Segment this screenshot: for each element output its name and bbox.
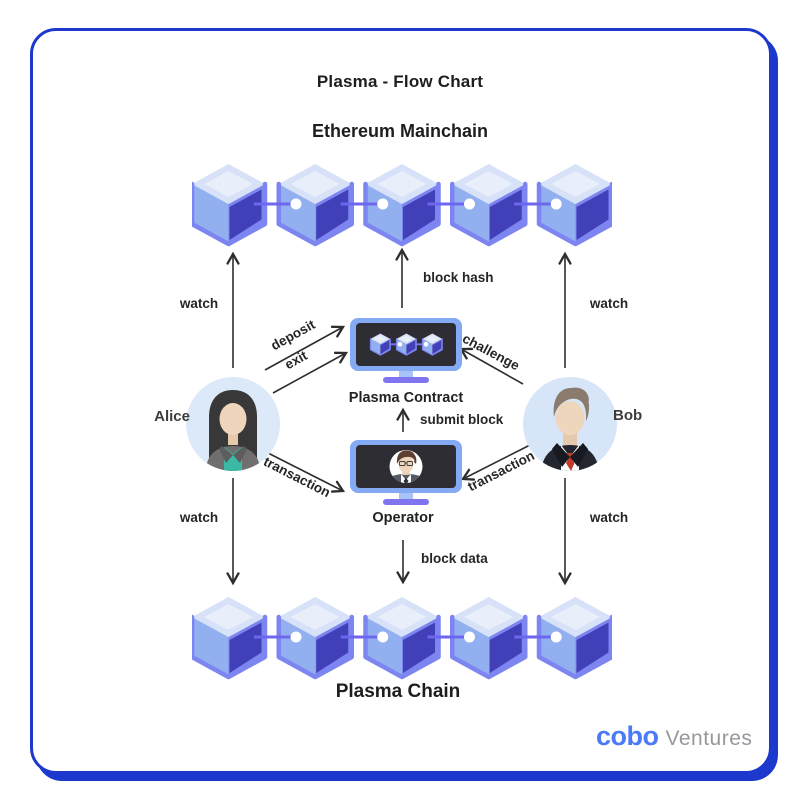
arrow-transaction-right xyxy=(460,444,531,481)
mainchain-title: Ethereum Mainchain xyxy=(311,121,489,141)
submit-block-label: submit block xyxy=(420,412,504,427)
arrow-challenge xyxy=(458,347,524,385)
plasma-contract-monitor xyxy=(350,318,462,383)
plasma-contract-label: Plasma Contract xyxy=(348,390,464,406)
watch-top-right-label: watch xyxy=(589,296,629,311)
block-hash-label: block hash xyxy=(423,270,494,285)
operator-monitor xyxy=(350,440,462,505)
cobo-ventures-logo: cobo Ventures xyxy=(596,721,752,752)
page-title: Plasma - Flow Chart xyxy=(316,72,484,91)
watch-bottom-right-label: watch xyxy=(589,510,629,525)
alice-avatar xyxy=(186,377,280,471)
bob-avatar xyxy=(523,377,617,471)
watch-top-left-label: watch xyxy=(179,296,219,311)
alice-label: Alice xyxy=(154,408,190,425)
bob-label: Bob xyxy=(613,407,643,424)
ethereum-mainchain-blocks xyxy=(192,161,612,247)
arrow-exit xyxy=(272,351,349,394)
arrow-deposit xyxy=(264,325,346,371)
cobo-wordmark: cobo xyxy=(596,721,659,751)
ventures-wordmark: Ventures xyxy=(665,727,753,750)
arrow-transaction-left xyxy=(265,451,346,493)
plasma-chain-blocks xyxy=(192,594,612,680)
block-data-label: block data xyxy=(421,551,488,566)
operator-label: Operator xyxy=(372,510,434,526)
plasma-chain-title: Plasma Chain xyxy=(335,681,461,702)
watch-bottom-left-label: watch xyxy=(179,510,219,525)
